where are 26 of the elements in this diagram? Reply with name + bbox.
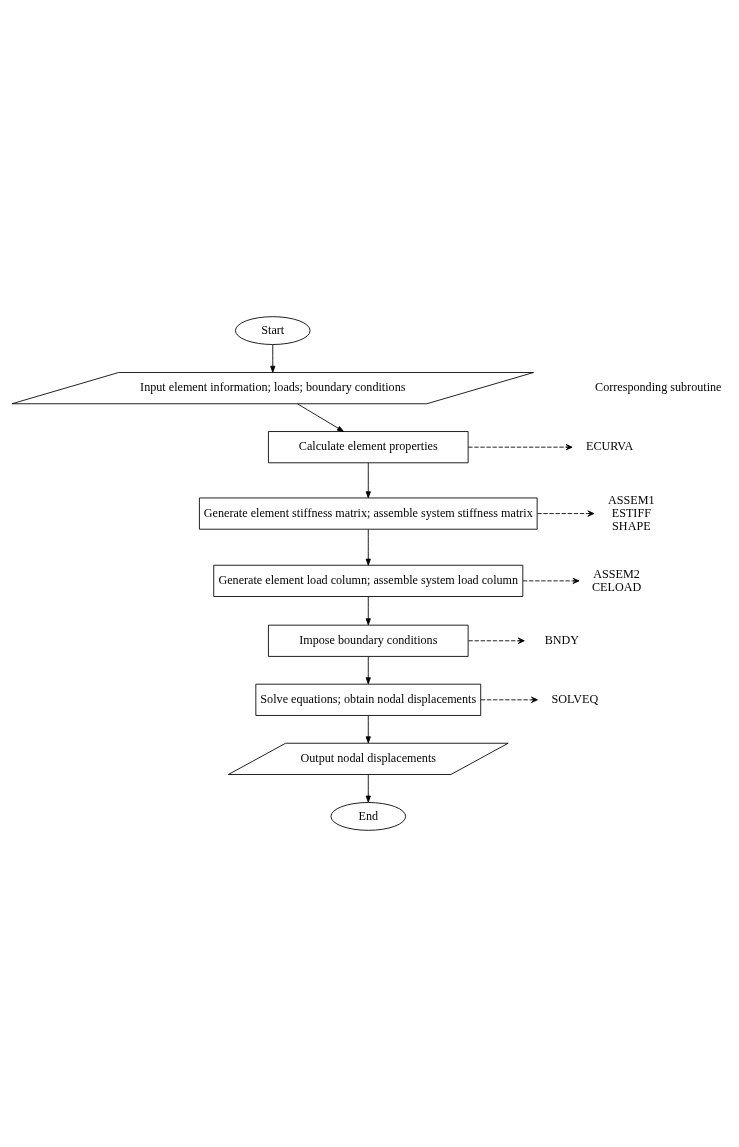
node-text: ECURVA [585, 439, 634, 454]
arrow [365, 462, 371, 499]
arrow [365, 715, 371, 744]
node-text: ASSEM2 CELOAD [591, 566, 642, 594]
arrow [365, 656, 371, 685]
label: Corresponding subroutine [595, 380, 722, 395]
node-ellipse: End [330, 802, 407, 831]
node-box: Generate element load column; assemble system load column [213, 564, 524, 597]
node-box: Calculate element properties [268, 431, 469, 464]
node-text: SOLVEQ [551, 692, 599, 707]
arrow [365, 774, 371, 803]
node-text: BNDY [544, 633, 580, 647]
node-box: Generate element stiffness matrix; assemble system stiffness matrix [198, 497, 538, 530]
arrow [365, 596, 371, 626]
arrow [467, 444, 573, 451]
node-ellipse: Start [235, 316, 311, 345]
node-box: Impose boundary conditions [268, 624, 469, 657]
arrow [522, 577, 580, 585]
arrow [297, 403, 344, 432]
arrow [365, 528, 371, 566]
node-text: ASSEM1 ESTIFF SHAPE [608, 492, 655, 533]
arrow [536, 510, 595, 517]
arrow [468, 637, 525, 644]
node-box: Solve equations; obtain nodal displacements [255, 683, 482, 716]
arrow [480, 696, 538, 703]
arrow [270, 344, 276, 373]
